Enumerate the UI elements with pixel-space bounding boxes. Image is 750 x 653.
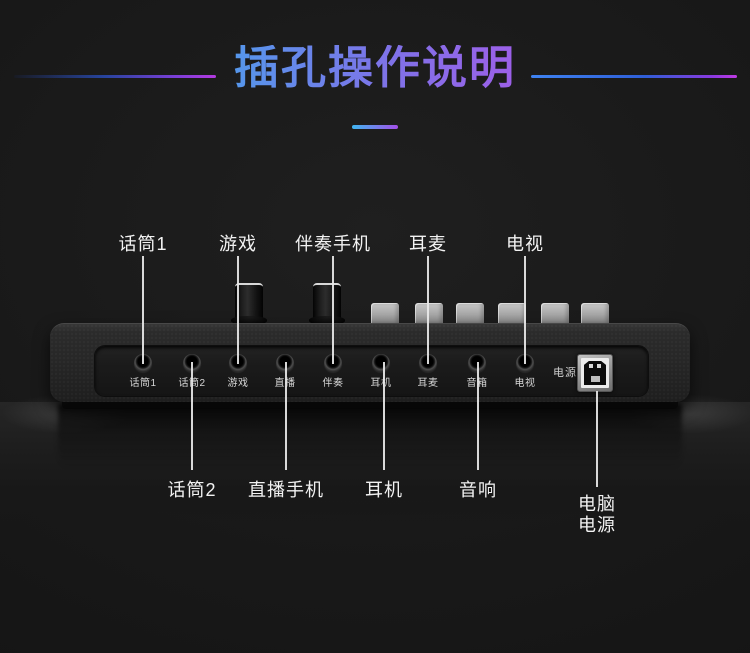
top-callout-label: 游戏	[219, 234, 257, 254]
jack-label: 音箱	[467, 374, 488, 389]
title-left-line	[14, 75, 216, 78]
knob-body	[235, 283, 263, 319]
bottom-callout-label: 耳机	[365, 480, 403, 500]
callout-line	[427, 256, 429, 364]
bottom-callout-line-text: 电源	[578, 515, 616, 535]
top-callout-label: 伴奏手机	[295, 234, 371, 254]
callout-line	[285, 362, 287, 470]
callout-line	[524, 256, 526, 364]
volume-knob	[308, 283, 346, 325]
page-title: 插孔操作说明	[0, 45, 750, 90]
callout-line	[477, 362, 479, 470]
jack-label: 耳机	[370, 378, 392, 389]
usb-port-shell	[581, 358, 609, 388]
title-right-line	[531, 75, 737, 78]
knob-base	[309, 316, 345, 325]
power-port-label: 电源	[553, 367, 577, 379]
bottom-callout-label: 直播手机	[248, 480, 324, 500]
title-underline	[352, 125, 398, 129]
volume-knob	[230, 283, 268, 325]
mixer-key-button	[581, 303, 609, 324]
usb-port-pin	[597, 364, 601, 368]
mixer-key-button	[498, 303, 526, 324]
usb-port-pin	[589, 364, 593, 368]
callout-line	[237, 256, 239, 364]
bottom-callout-line-text: 电脑	[578, 494, 616, 514]
jack-label: 伴奏	[322, 378, 344, 389]
bottom-callout-label: 电脑电源	[537, 494, 657, 536]
device-reflection	[58, 404, 682, 472]
jack-label: 话筒1	[129, 378, 157, 389]
callout-line	[383, 362, 385, 470]
jack-label: 游戏	[227, 378, 249, 389]
jack-label: 耳麦	[417, 378, 439, 389]
knob-body	[313, 283, 341, 319]
top-callout-label: 话筒1	[118, 234, 168, 254]
usb-port-pad	[590, 376, 600, 382]
top-callout-label: 耳麦	[409, 234, 447, 254]
knob-base	[231, 316, 267, 325]
mixer-key-button	[541, 303, 569, 324]
audio-jack: 耳机	[351, 354, 411, 389]
top-callout-label: 电视	[506, 234, 544, 254]
callout-line	[142, 256, 144, 364]
jack-label: 电视	[514, 378, 536, 389]
device-base-shadow	[62, 398, 678, 409]
bottom-callout-label: 音响	[459, 480, 497, 500]
mixer-key-button	[415, 303, 443, 324]
jack-label: 直播	[275, 374, 296, 389]
usb-b-port	[577, 354, 613, 392]
callout-line	[332, 256, 334, 364]
mixer-key-button	[456, 303, 484, 324]
bottom-callout-label: 话筒2	[167, 480, 217, 500]
jack-hole-icon	[372, 354, 390, 372]
callout-line	[596, 391, 598, 487]
usb-port-cavity	[584, 361, 606, 385]
callout-line	[191, 362, 193, 470]
mixer-key-button	[371, 303, 399, 324]
